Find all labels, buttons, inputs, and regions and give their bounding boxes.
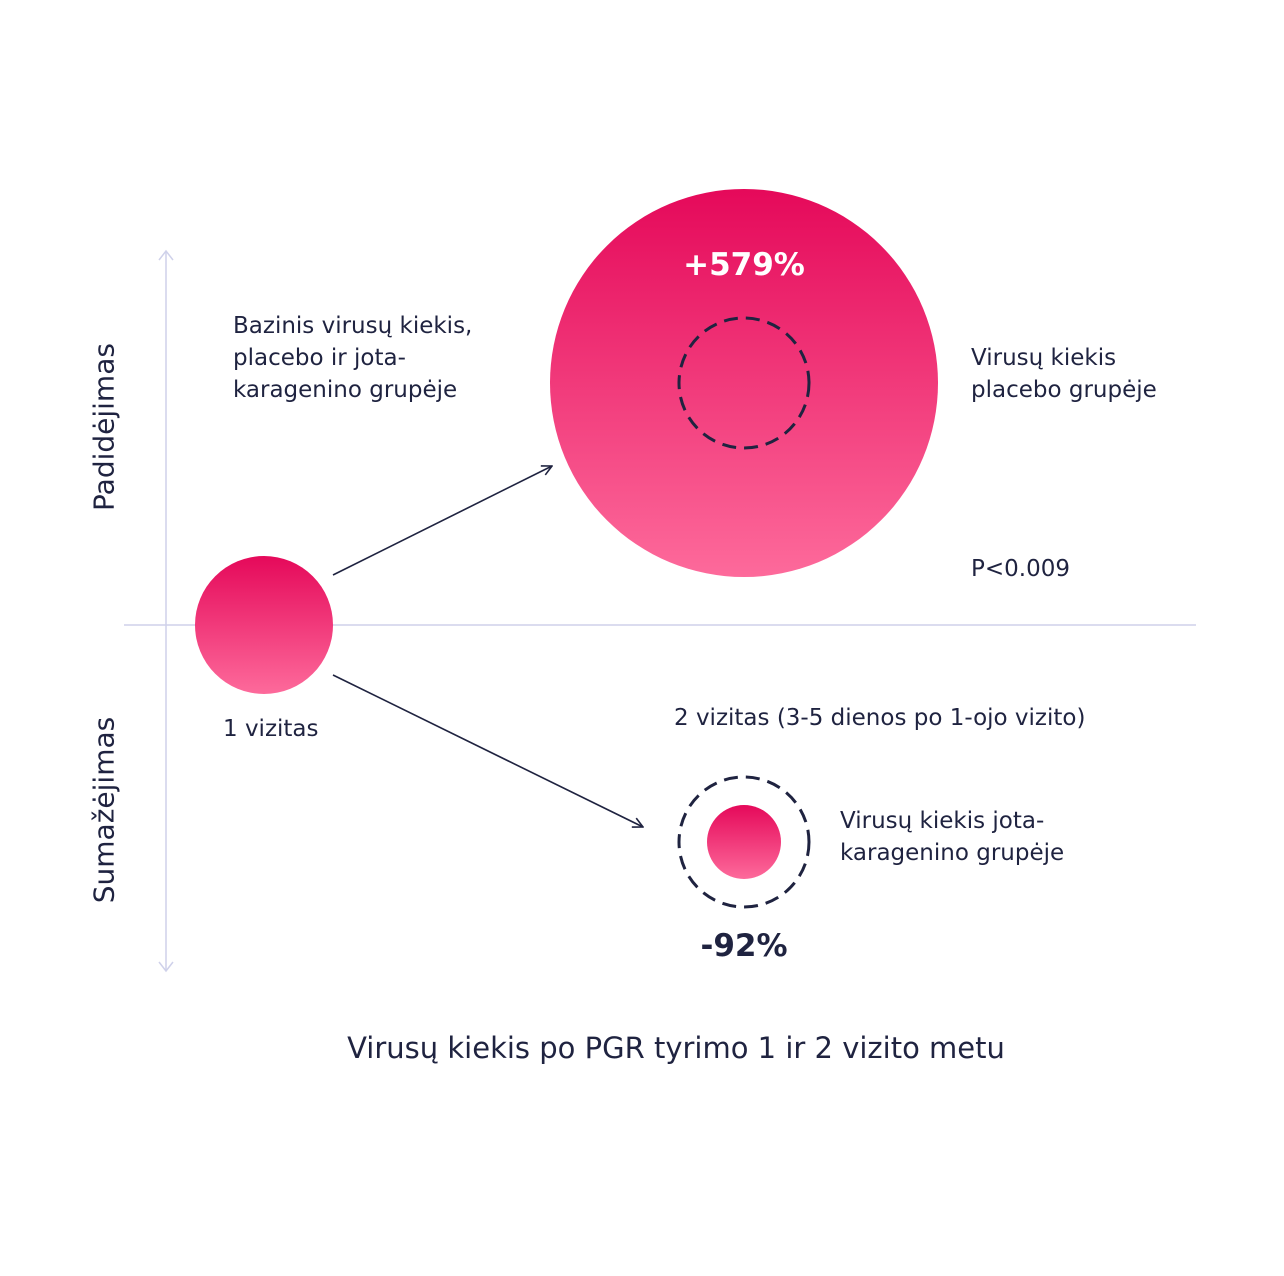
baseline-label-line2: placebo ir jota-	[233, 345, 406, 371]
carrageenan-circle	[707, 805, 781, 879]
visit2-label: 2 vizitas (3-5 dienos po 1-ojo vizito)	[674, 705, 1086, 731]
p-value: P<0.009	[971, 556, 1070, 582]
placebo-label-line1: Virusų kiekis	[971, 345, 1117, 371]
axis-arrow-down-icon	[158, 961, 174, 973]
carrageenan-label-line2: karagenino grupėje	[840, 840, 1065, 866]
baseline-label-line3: karagenino grupėje	[233, 377, 458, 403]
carrageenan-label-line1: Virusų kiekis jota-	[840, 808, 1045, 834]
axis-label-decrease: Sumažėjimas	[87, 716, 121, 904]
carrageenan-change-value: -92%	[700, 928, 788, 964]
diagram-caption: Virusų kiekis po PGR tyrimo 1 ir 2 vizit…	[347, 1031, 1005, 1065]
axis-label-increase: Padidėjimas	[87, 343, 121, 511]
arrow-to-placebo	[332, 466, 552, 576]
visit1-label: 1 vizitas	[223, 716, 319, 742]
placebo-circle	[550, 189, 938, 577]
carrageenan-baseline-dashed-circle	[677, 775, 811, 909]
placebo-change-value: +579%	[683, 247, 805, 283]
baseline-label-line1: Bazinis virusų kiekis,	[233, 313, 473, 339]
placebo-label-line2: placebo grupėje	[971, 377, 1157, 403]
axis-arrow-up-icon	[158, 249, 174, 261]
baseline-circle	[195, 556, 333, 694]
arrow-to-carrageenan	[332, 674, 643, 827]
placebo-baseline-dashed-circle	[677, 316, 811, 450]
